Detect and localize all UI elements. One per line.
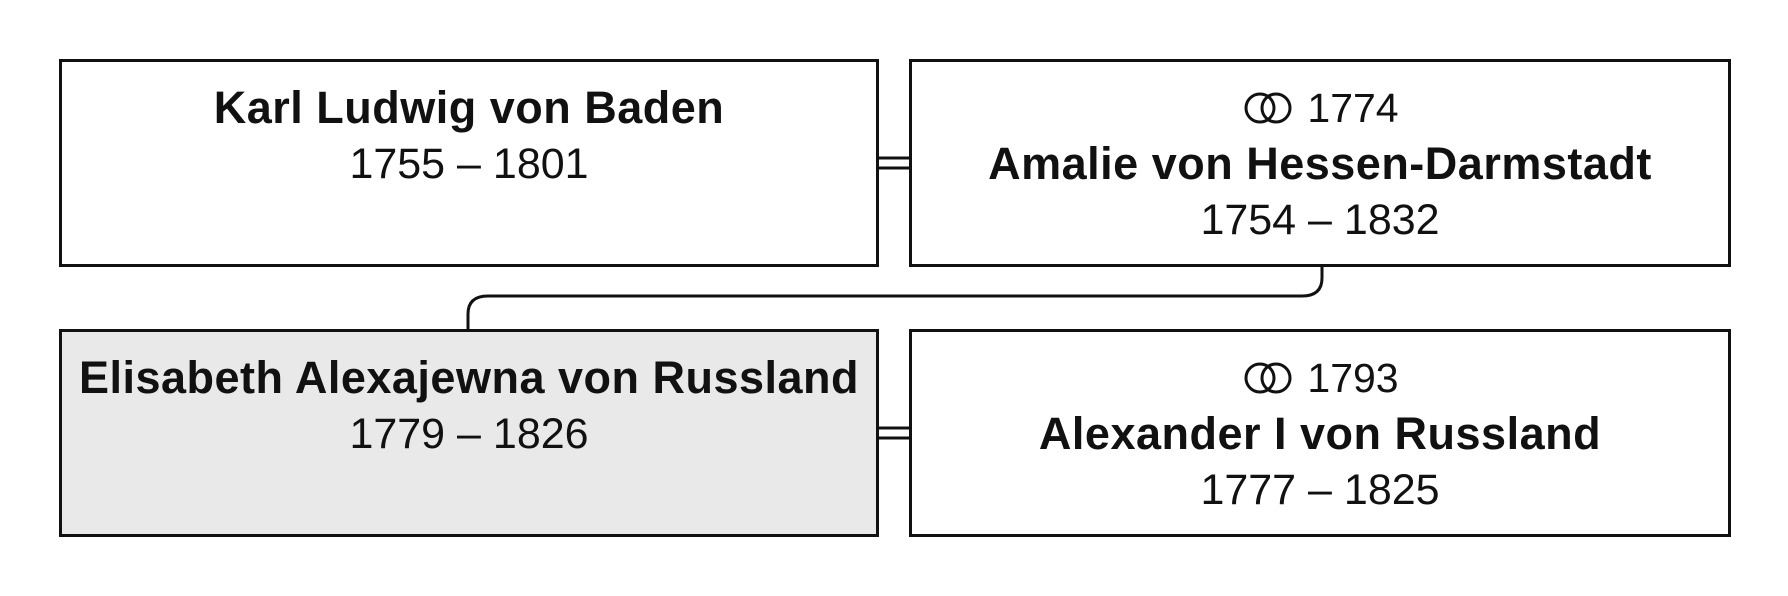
marriage-year: 1793 bbox=[1307, 355, 1399, 401]
person-name: Alexander I von Russland bbox=[1038, 408, 1602, 459]
wedding-rings-icon bbox=[1244, 92, 1292, 124]
person-box-alexander[interactable]: 1793 Alexander I von Russland 1777 – 182… bbox=[909, 329, 1731, 537]
person-dates: 1755 – 1801 bbox=[349, 140, 589, 188]
person-name: Elisabeth Alexajewna von Russland bbox=[78, 352, 860, 403]
person-name: Karl Ludwig von Baden bbox=[213, 82, 725, 133]
marriage-info: 1774 bbox=[1241, 80, 1399, 136]
marriage-year: 1774 bbox=[1307, 85, 1399, 131]
person-dates: 1777 – 1825 bbox=[1200, 466, 1440, 514]
person-name: Amalie von Hessen-Darmstadt bbox=[988, 138, 1652, 189]
parent-child-connector bbox=[466, 266, 1324, 330]
wedding-rings-icon bbox=[1244, 362, 1292, 394]
marriage-info: 1793 bbox=[1241, 350, 1399, 406]
person-box-karl[interactable]: Karl Ludwig von Baden 1755 – 1801 bbox=[59, 59, 879, 267]
person-dates: 1754 – 1832 bbox=[1200, 196, 1440, 244]
marriage-connector-top bbox=[878, 156, 910, 170]
person-box-amalie[interactable]: 1774 Amalie von Hessen-Darmstadt 1754 – … bbox=[909, 59, 1731, 267]
marriage-connector-bottom bbox=[878, 426, 910, 440]
person-dates: 1779 – 1826 bbox=[349, 410, 589, 458]
person-box-elisabeth[interactable]: Elisabeth Alexajewna von Russland 1779 –… bbox=[59, 329, 879, 537]
